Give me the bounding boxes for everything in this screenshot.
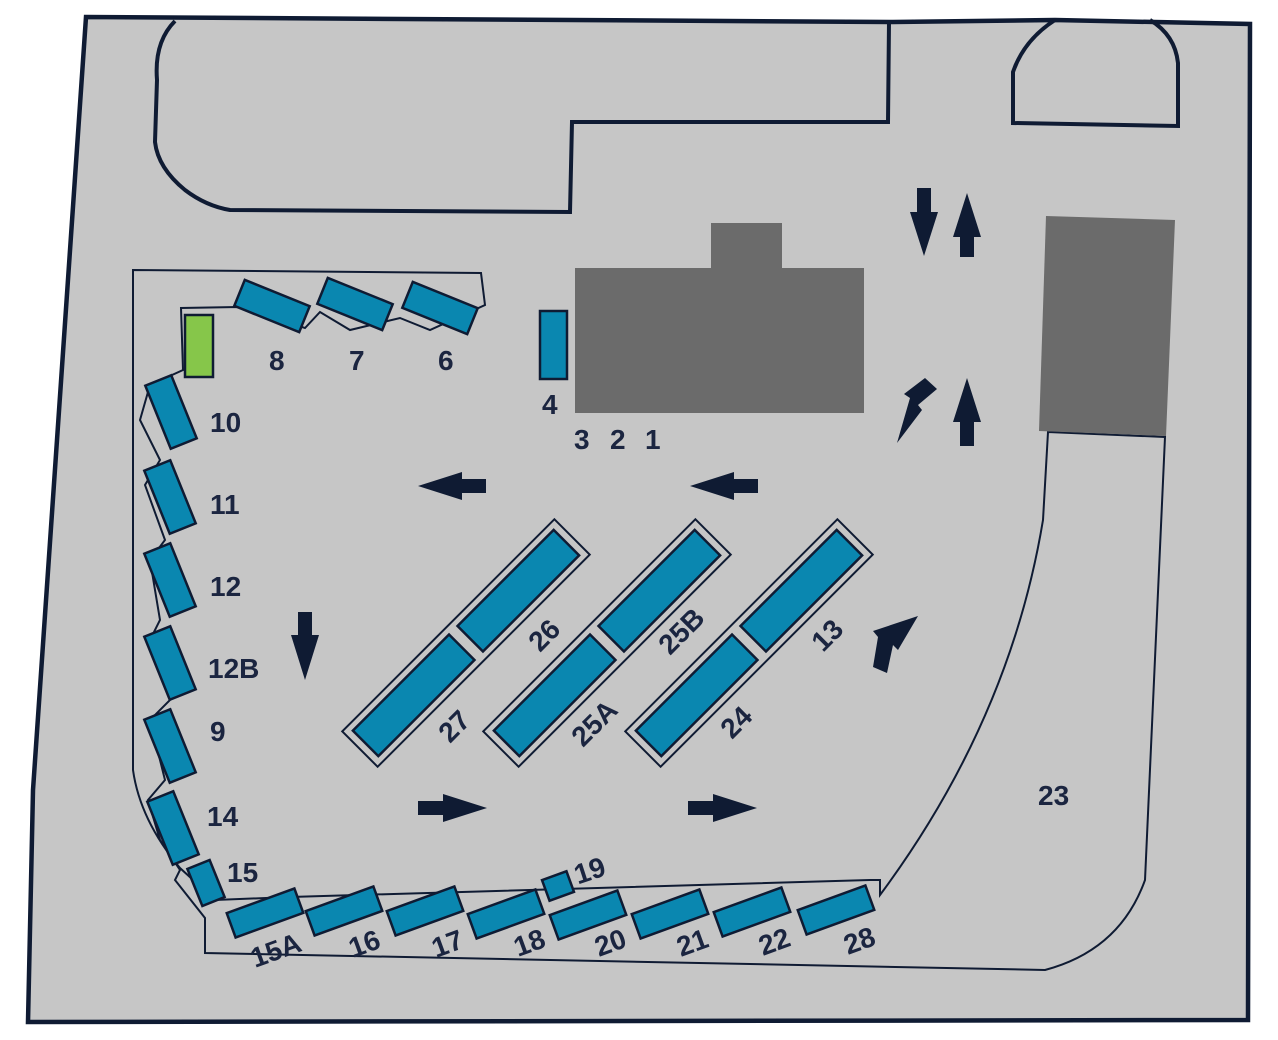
curb-top-left bbox=[152, 19, 891, 215]
slot-22[interactable] bbox=[712, 885, 792, 939]
slot-6[interactable] bbox=[400, 280, 480, 336]
slot-25a[interactable] bbox=[492, 632, 618, 758]
arrow-right-icon bbox=[688, 794, 757, 822]
slot-11[interactable] bbox=[142, 458, 198, 536]
label-12: 12 bbox=[210, 571, 241, 602]
slot-17[interactable] bbox=[385, 884, 465, 938]
slot-12[interactable] bbox=[142, 541, 198, 619]
label-4: 4 bbox=[542, 389, 558, 420]
slot-10[interactable] bbox=[143, 373, 199, 451]
slot-19[interactable] bbox=[540, 869, 576, 903]
slot-14[interactable] bbox=[145, 789, 201, 867]
label-23: 23 bbox=[1038, 780, 1069, 811]
arrow-up-icon bbox=[953, 378, 981, 446]
arrow-left-icon bbox=[690, 472, 758, 500]
arrow-left-icon bbox=[418, 472, 486, 500]
slot-26[interactable] bbox=[455, 528, 581, 654]
label-12b: 12B bbox=[208, 653, 259, 684]
slot-15[interactable] bbox=[185, 858, 227, 908]
slot-4[interactable] bbox=[538, 309, 569, 381]
slot-green[interactable] bbox=[183, 313, 215, 379]
slot-28[interactable] bbox=[796, 883, 876, 937]
island-13-24 bbox=[623, 517, 875, 769]
slot-20[interactable] bbox=[548, 888, 628, 942]
slot-16[interactable] bbox=[304, 884, 384, 938]
label-14: 14 bbox=[207, 801, 239, 832]
arrow-right-icon bbox=[418, 794, 487, 822]
slot-9[interactable] bbox=[142, 707, 198, 785]
main-building bbox=[575, 223, 864, 413]
slot-8[interactable] bbox=[232, 278, 312, 334]
slot-24[interactable] bbox=[634, 632, 760, 758]
arrow-diagonal-icon bbox=[897, 378, 937, 443]
label-2: 2 bbox=[610, 424, 626, 455]
arrow-down-icon bbox=[291, 612, 319, 680]
label-3: 3 bbox=[574, 424, 590, 455]
slot-18[interactable] bbox=[466, 887, 546, 941]
island-25 bbox=[481, 517, 733, 769]
arrow-down-icon bbox=[910, 188, 938, 256]
slot-21[interactable] bbox=[630, 887, 710, 941]
arrow-diagonal-icon bbox=[873, 616, 918, 673]
arrow-up-icon bbox=[953, 193, 981, 257]
label-7: 7 bbox=[349, 345, 365, 376]
slot-15a[interactable] bbox=[225, 886, 305, 940]
slot-13[interactable] bbox=[738, 528, 864, 654]
curb-top-right bbox=[1011, 18, 1180, 129]
label-11: 11 bbox=[210, 489, 240, 520]
label-1: 1 bbox=[645, 424, 661, 455]
slot-12b[interactable] bbox=[142, 624, 198, 702]
slot-7[interactable] bbox=[315, 276, 395, 332]
slot-25b[interactable] bbox=[596, 528, 722, 654]
label-10: 10 bbox=[210, 407, 241, 438]
label-15: 15 bbox=[227, 857, 258, 888]
island-26-27 bbox=[340, 517, 592, 769]
label-8: 8 bbox=[269, 345, 285, 376]
right-building bbox=[1039, 216, 1175, 436]
label-9: 9 bbox=[210, 716, 226, 747]
slot-27[interactable] bbox=[351, 632, 477, 758]
lot-boundary bbox=[25, 14, 1253, 1025]
label-6: 6 bbox=[438, 345, 454, 376]
